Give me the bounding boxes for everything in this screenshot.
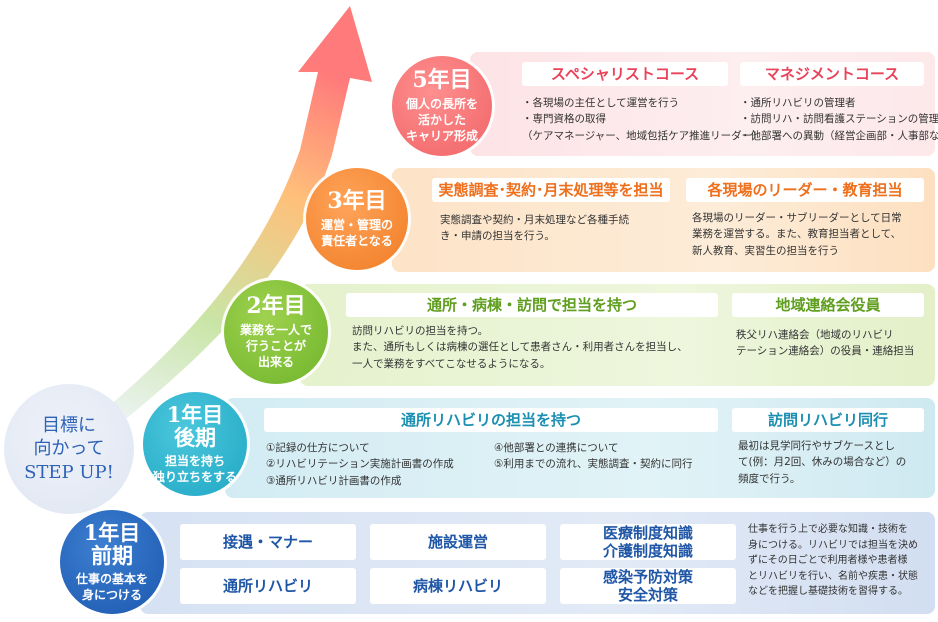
subtitle-line: 個人の長所を	[405, 96, 478, 111]
subtitle-line: 活かした	[417, 113, 466, 127]
desc-line: ・他部署への異動（経営企画部・人事部など）	[740, 129, 938, 142]
subtitle-line: 行うことが	[245, 339, 306, 353]
specialist-course-desc: ・各現場の主任として運営を行う ・専門資格の取得 （ケアマネージャー、地域包括ケ…	[522, 95, 763, 144]
goal-line: STEP UP!	[24, 461, 114, 483]
year2-label: 2年目	[246, 292, 306, 319]
desc-line: ・通所リハビリの管理者	[740, 97, 856, 109]
subtitle-line: 出来る	[257, 355, 294, 370]
basics-box-label: 感染予防対策	[602, 568, 693, 586]
subtitle-line: 仕事の基本を	[75, 571, 148, 586]
survey-contract-desc: 実態調査や契約・月末処理など各種手続 き・申請の担当を行う。	[440, 212, 629, 245]
year5-label: 5年目	[412, 66, 472, 93]
year5-subtitle: 個人の長所を 活かした キャリア形成	[406, 96, 478, 145]
basics-box-label: 介護制度知識	[602, 542, 693, 560]
assignment-title: 通所・病棟・訪問で担当を持つ	[346, 293, 718, 317]
survey-contract-title: 実態調査･契約･月末処理等を担当	[432, 178, 670, 202]
desc-line: 頻度で行う。	[738, 472, 801, 485]
desc-line: ①記録の仕方について	[266, 442, 370, 454]
subtitle-line: 運営・管理の	[320, 217, 393, 232]
assignment-desc: 訪問リハビリの担当を持つ。 また、通所もしくは病棟の選任として患者さん・利用者さ…	[352, 323, 688, 372]
goal-line: 目標に	[42, 414, 96, 436]
management-course-desc: ・通所リハビリの管理者 ・訪問リハ・訪問看護ステーションの管理者 ・他部署への異…	[740, 95, 938, 144]
home-rehab-desc: 最初は見学同行やサブケースとし て(例：月2回、休みの場合など）の 頻度で行う。	[738, 438, 906, 487]
desc-line: 身につける。リハビリでは担当を決め	[748, 539, 918, 551]
basics-box-label: 施設運営	[427, 533, 488, 551]
day-rehab-desc-col2: ④他部署との連携について ⑤利用までの流れ、実態調査・契約に同行	[494, 440, 693, 473]
desc-line: ・専門資格の取得	[522, 113, 606, 126]
desc-line: などを把握し基礎技術を習得する。	[748, 586, 908, 597]
year1-late-label: 1年目 後期	[167, 403, 224, 449]
goal-circle: 目標に 向かって STEP UP!	[4, 384, 134, 514]
desc-line: 仕事を行う上で必要な知識・技術を	[748, 524, 908, 535]
basics-box-label: 病棟リハビリ	[412, 577, 503, 595]
year-line: 後期	[174, 424, 216, 450]
basics-box-label: 接遇・マナー	[222, 533, 313, 551]
year2-circle: 2年目 業務を一人で 行うことが 出来る	[224, 280, 328, 384]
desc-line: ・各現場の主任として運営を行う	[522, 97, 680, 109]
day-rehab-desc-col1: ①記録の仕方について ②リハビリテーション実施計画書の作成 ③通所リハビリ計画書…	[266, 440, 454, 489]
desc-line: 訪問リハビリの担当を持つ。	[352, 325, 489, 337]
desc-line: また、通所もしくは病棟の選任として患者さん・利用者さんを担当し、	[352, 341, 688, 354]
year-line: 1年目	[83, 519, 141, 545]
desc-line: 秩父リハ連絡会（地域のリハビリ	[736, 329, 894, 341]
day-rehab-title: 通所リハビリの担当を持つ	[264, 408, 718, 432]
desc-line: 一人で業務をすべてこなせるようになる。	[352, 357, 551, 370]
year1-early-circle: 1年目 前期 仕事の基本を 身につける	[60, 510, 164, 614]
year2-subtitle: 業務を一人で 行うことが 出来る	[240, 322, 312, 371]
desc-line: 実態調査や契約・月末処理など各種手続	[440, 214, 629, 226]
regional-committee-title: 地域連絡会役員	[732, 293, 924, 317]
desc-line: ④他部署との連携について	[494, 442, 619, 454]
desc-line: き・申請の担当を行う。	[440, 230, 555, 243]
desc-line: 業務を運営する。また、教育担当者として、	[692, 228, 902, 241]
year-line: 前期	[91, 542, 133, 568]
basics-box: 施設運営	[370, 524, 546, 560]
desc-line: ③通所リハビリ計画書の作成	[266, 474, 402, 487]
basics-box-label: 通所リハビリ	[222, 577, 313, 595]
desc-line: て(例：月2回、休みの場合など）の	[738, 456, 907, 469]
basics-box-label: 医療制度知識	[602, 524, 693, 542]
subtitle-line: 身につける	[81, 588, 142, 603]
year5-circle: 5年目 個人の長所を 活かした キャリア形成	[392, 56, 492, 156]
desc-line: 最初は見学同行やサブケースとし	[738, 440, 895, 452]
year3-label: 3年目	[327, 187, 387, 214]
basics-box: 医療制度知識 介護制度知識	[560, 524, 736, 560]
subtitle-line: 担当を持ち	[164, 453, 225, 468]
basics-box: 感染予防対策 安全対策	[560, 568, 736, 604]
year1-early-label: 1年目 前期	[84, 521, 141, 567]
year1-early-subtitle: 仕事の基本を 身につける	[76, 571, 148, 603]
leader-education-title: 各現場のリーダー・教育担当	[686, 178, 924, 202]
goal-line: 向かって	[33, 438, 105, 460]
desc-line: 各現場のリーダー・サブリーダーとして日常	[692, 212, 902, 224]
desc-line: とリハビリを行い、名前や疾患・状態	[748, 570, 918, 582]
home-rehab-title: 訪問リハビリ同行	[732, 408, 924, 432]
desc-line: ・訪問リハ・訪問看護ステーションの管理者	[740, 113, 938, 126]
desc-line: 新人教育、実習生の担当を行う	[692, 244, 839, 257]
specialist-course-title: スペシャリストコース	[522, 62, 728, 86]
year3-subtitle: 運営・管理の 責任者となる	[321, 217, 393, 249]
regional-committee-desc: 秩父リハ連絡会（地域のリハビリ テーション連絡会）の役員・連絡担当	[736, 327, 914, 360]
subtitle-line: 業務を一人で	[239, 322, 312, 337]
subtitle-line: 責任者となる	[321, 234, 393, 249]
basics-box: 病棟リハビリ	[370, 568, 546, 604]
desc-line: ⑤利用までの流れ、実態調査・契約に同行	[494, 458, 693, 471]
year-line: 1年目	[166, 401, 224, 427]
year1-late-subtitle: 担当を持ち 独り立ちをする	[153, 453, 237, 485]
desc-line: （ケアマネージャー、地域包括ケア推進リーダー）	[522, 129, 763, 142]
basics-desc: 仕事を行う上で必要な知識・技術を 身につける。リハビリでは担当を決め ずにその日…	[748, 522, 918, 600]
year1-late-circle: 1年目 後期 担当を持ち 独り立ちをする	[143, 392, 247, 496]
basics-box-label: 安全対策	[617, 586, 678, 604]
subtitle-line: 独り立ちをする	[152, 470, 237, 485]
desc-line: ②リハビリテーション実施計画書の作成	[266, 458, 454, 471]
desc-line: テーション連絡会）の役員・連絡担当	[736, 345, 915, 358]
subtitle-line: キャリア形成	[405, 129, 478, 144]
basics-box: 通所リハビリ	[180, 568, 356, 604]
year3-circle: 3年目 運営・管理の 責任者となる	[306, 168, 408, 270]
leader-education-desc: 各現場のリーダー・サブリーダーとして日常 業務を運営する。また、教育担当者として…	[692, 210, 902, 259]
desc-line: ずにその日ごとで利用者様や患者様	[748, 555, 908, 566]
basics-box: 接遇・マナー	[180, 524, 356, 560]
management-course-title: マネジメントコース	[740, 62, 924, 86]
